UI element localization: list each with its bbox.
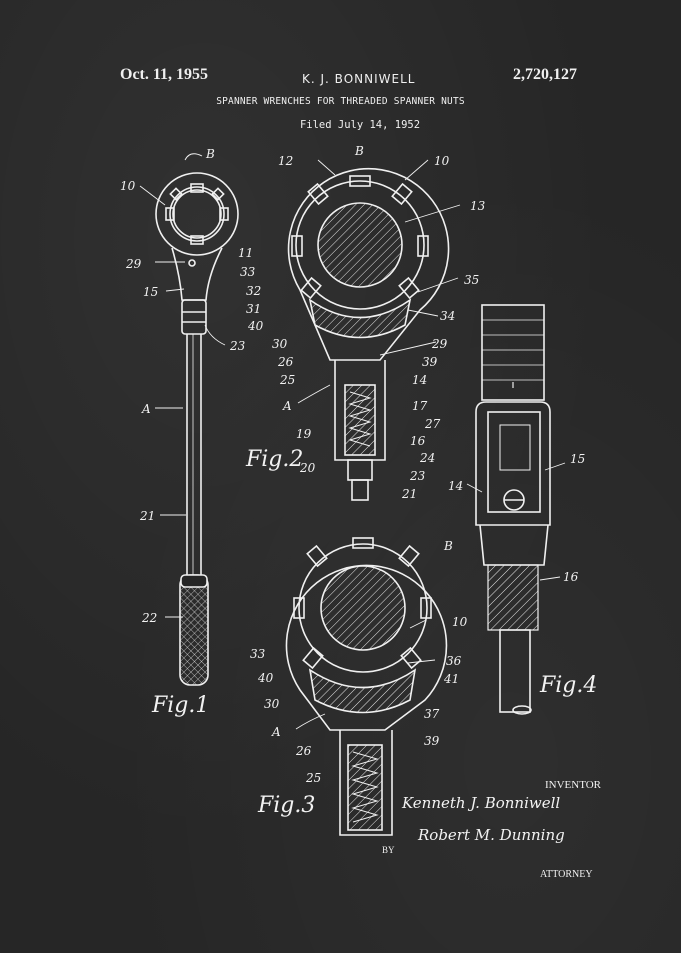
fig1-label-15: 15 [143, 285, 158, 299]
fig2-label-33: 33 [240, 265, 256, 279]
inventor-role: INVENTOR [545, 779, 602, 791]
inventor-signature: Kenneth J. Bonniwell [401, 794, 560, 812]
fig3-label-30: 30 [264, 697, 280, 711]
fig2-label-17: 17 [412, 399, 428, 413]
fig3-label-B: B [443, 539, 453, 553]
figure-3-label: Fig.3 [257, 793, 315, 818]
fig3-wrench-head [285, 564, 448, 731]
fig2-label-16: 16 [410, 434, 426, 448]
figure-1-drawing [155, 172, 239, 686]
fig1-label-21: 21 [139, 509, 155, 523]
fig4-label-14: 14 [448, 479, 463, 493]
patent-number: 2,720,127 [513, 66, 577, 83]
figure-2-label: Fig.2 [245, 447, 303, 472]
fig2-label-11: 11 [238, 246, 253, 260]
fig4-wrench-head-side [481, 304, 545, 401]
fig1-wrench-head [155, 172, 239, 256]
fig1-label-B: B [205, 147, 215, 161]
fig2-label-32: 32 [246, 284, 261, 298]
fig1-label-10: 10 [120, 179, 136, 193]
fig2-label-14: 14 [412, 373, 427, 387]
fig2-label-24: 24 [419, 451, 435, 465]
figure-2-drawing [287, 167, 450, 501]
fig1-label-22: 22 [141, 611, 157, 625]
fig4-label-16: 16 [563, 570, 579, 584]
fig2-label-23: 23 [409, 469, 426, 483]
inventor-header: K. J. BONNIWELL [302, 72, 416, 86]
figure-4-label: Fig.4 [539, 673, 597, 698]
figure-3-drawing [285, 537, 448, 836]
fig2-label-A: A [282, 399, 292, 413]
fig1-label-23: 23 [229, 339, 246, 353]
fig2-label-31: 31 [246, 302, 261, 316]
fig2-label-25: 25 [279, 373, 295, 387]
by-label: BY [382, 845, 395, 855]
fig1-label-A: A [141, 402, 151, 416]
figure-1-label: Fig.1 [151, 693, 209, 718]
fig3-label-25: 25 [305, 771, 321, 785]
fig2-label-10: 10 [434, 154, 450, 168]
fig2-wrench-head [287, 167, 450, 361]
fig2-label-30: 30 [272, 337, 288, 351]
fig2-label-39: 39 [422, 355, 438, 369]
figure-4-drawing [475, 304, 551, 715]
filed-date: Filed July 14, 1952 [299, 119, 421, 131]
fig3-label-40: 40 [257, 671, 274, 685]
fig3-label-A: A [271, 725, 281, 739]
patent-date: Oct. 11, 1955 [120, 66, 208, 83]
fig4-label-15: 15 [570, 452, 585, 466]
fig3-label-33: 33 [250, 647, 266, 661]
fig2-label-40: 40 [247, 319, 264, 333]
fig3-label-39: 39 [424, 734, 440, 748]
fig2-label-34: 34 [440, 309, 455, 323]
fig2-label-27: 27 [424, 417, 441, 431]
fig2-label-20: 20 [299, 461, 316, 475]
fig1-label-29: 29 [125, 257, 142, 271]
patent-title: SPANNER WRENCHES FOR THREADED SPANNER NU… [216, 96, 465, 107]
fig3-label-10: 10 [452, 615, 468, 629]
fig3-label-26: 26 [295, 744, 312, 758]
fig3-label-41: 41 [443, 672, 459, 686]
attorney-signature: Robert M. Dunning [417, 826, 565, 844]
fig2-label-19: 19 [296, 427, 312, 441]
fig2-label-21: 21 [401, 487, 417, 501]
fig2-label-B: B [354, 144, 364, 158]
fig2-label-29: 29 [431, 337, 448, 351]
fig2-label-35: 35 [464, 273, 479, 287]
fig2-label-26: 26 [277, 355, 294, 369]
fig3-label-37: 37 [424, 707, 440, 721]
attorney-role: ATTORNEY [540, 869, 593, 880]
fig2-label-12: 12 [278, 154, 293, 168]
fig3-label-36: 36 [446, 654, 462, 668]
fig2-label-13: 13 [470, 199, 486, 213]
